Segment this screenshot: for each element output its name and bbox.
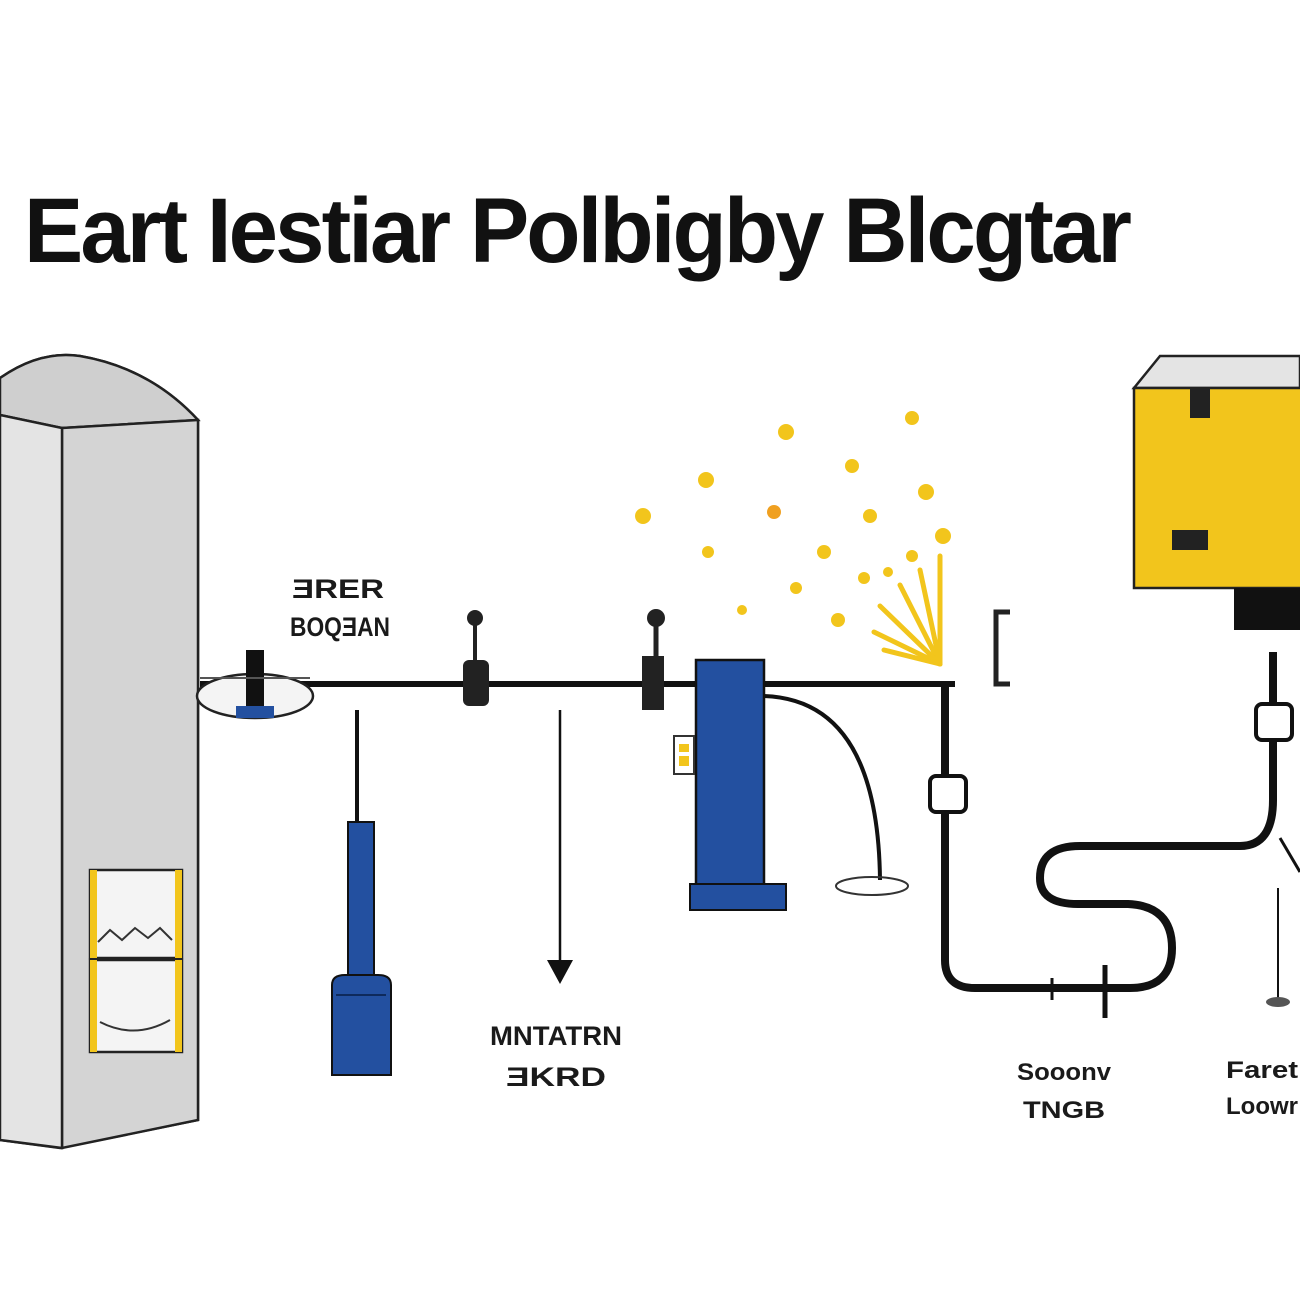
pump-label: Sooonv TNGB bbox=[1017, 1059, 1112, 1124]
svg-text:Sooonv: Sooonv bbox=[1017, 1059, 1112, 1086]
svg-text:BOQƎAN: BOQƎAN bbox=[290, 612, 390, 642]
arrow-label: MNTATRN ƎKRD bbox=[490, 1021, 622, 1092]
cabinet-connector-icon bbox=[195, 650, 315, 720]
diagram-title: Eart Iestiar Polbigby Blcgtar bbox=[24, 180, 1131, 282]
return-pipe bbox=[928, 652, 1300, 1018]
valve-icon bbox=[463, 610, 489, 706]
blue-tank-icon bbox=[331, 821, 392, 1076]
bracket-icon bbox=[993, 609, 1010, 687]
valve-label: ƎRER BOQƎAN bbox=[290, 574, 390, 642]
gate-valve-icon bbox=[642, 609, 665, 710]
blue-pump-unit-icon bbox=[673, 658, 909, 911]
furnace-cabinet-icon bbox=[0, 353, 201, 1150]
right-label: Faret Loowr bbox=[1226, 1057, 1298, 1120]
svg-text:ƎRER: ƎRER bbox=[292, 574, 384, 604]
svg-text:TNGB: TNGB bbox=[1023, 1097, 1105, 1124]
spark-icon bbox=[635, 411, 951, 667]
yellow-control-box-icon bbox=[1131, 354, 1300, 630]
svg-text:ƎKRD: ƎKRD bbox=[506, 1062, 606, 1092]
flow-arrow bbox=[547, 710, 573, 984]
svg-text:Loowr: Loowr bbox=[1226, 1093, 1298, 1120]
svg-text:Faret: Faret bbox=[1226, 1057, 1298, 1084]
cabinet-panel-lower bbox=[88, 958, 184, 1054]
svg-text:MNTATRN: MNTATRN bbox=[490, 1021, 622, 1051]
cabinet-panel-upper bbox=[88, 868, 184, 960]
